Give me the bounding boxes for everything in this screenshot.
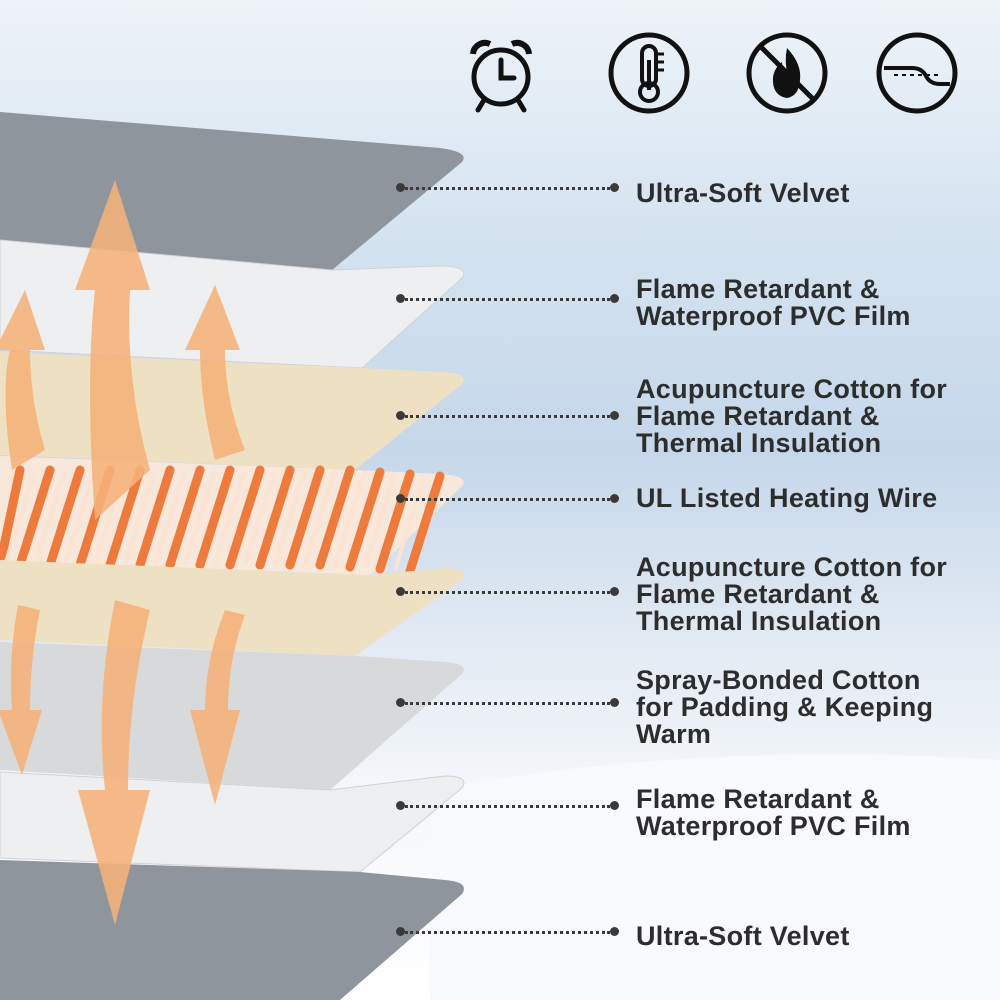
thermometer-icon [606, 30, 692, 116]
leader-dot-start [396, 411, 405, 420]
no-fire-icon [744, 30, 830, 116]
alarm-clock-icon [458, 30, 544, 116]
leader-line [405, 415, 610, 418]
snow-ground [430, 754, 1000, 1000]
leader-line [405, 298, 610, 301]
leader-dot-start [396, 801, 405, 810]
heat-arrow-down-left [0, 605, 42, 775]
heat-arrow-down-right [190, 610, 245, 805]
leader-dot-end [610, 587, 619, 596]
leader-dot-end [610, 927, 619, 936]
leader-dot-end [610, 294, 619, 303]
leader-dot-start [396, 494, 405, 503]
heat-arrow-up-large [75, 180, 150, 520]
layer-pvc-film-bottom [0, 771, 465, 873]
leader-dot-start [396, 183, 405, 192]
layer-velvet-bottom [0, 860, 464, 1000]
layer-label: Flame Retardant & Waterproof PVC Film [636, 784, 911, 841]
leader-dot-end [610, 801, 619, 810]
heat-arrow-down-large [78, 600, 150, 925]
heat-arrow-up-left [0, 290, 45, 470]
leader-dot-end [610, 698, 619, 707]
leader-line [405, 591, 610, 594]
layer-label: UL Listed Heating Wire [636, 483, 938, 513]
wave-icon [874, 30, 960, 116]
heating-wire-coil-inner [3, 469, 427, 571]
layer-label: Acupuncture Cotton for Flame Retardant &… [636, 374, 948, 458]
leader-line [405, 187, 610, 190]
layer-label: Acupuncture Cotton for Flame Retardant &… [636, 552, 948, 636]
leader-dot-end [610, 411, 619, 420]
leader-dot-end [610, 183, 619, 192]
leader-line [405, 805, 610, 808]
layer-label: Flame Retardant & Waterproof PVC Film [636, 274, 911, 331]
leader-dot-start [396, 587, 405, 596]
leader-line [405, 931, 610, 934]
leader-dot-start [396, 294, 405, 303]
layer-label: Ultra-Soft Velvet [636, 178, 850, 208]
leader-dot-end [610, 494, 619, 503]
leader-line [405, 702, 610, 705]
layer-label: Spray-Bonded Cotton for Padding & Keepin… [636, 665, 934, 749]
layer-label: Ultra-Soft Velvet [636, 921, 850, 951]
leader-line [405, 498, 610, 501]
heat-arrow-up-right [185, 285, 245, 460]
leader-dot-start [396, 927, 405, 936]
leader-dot-start [396, 698, 405, 707]
